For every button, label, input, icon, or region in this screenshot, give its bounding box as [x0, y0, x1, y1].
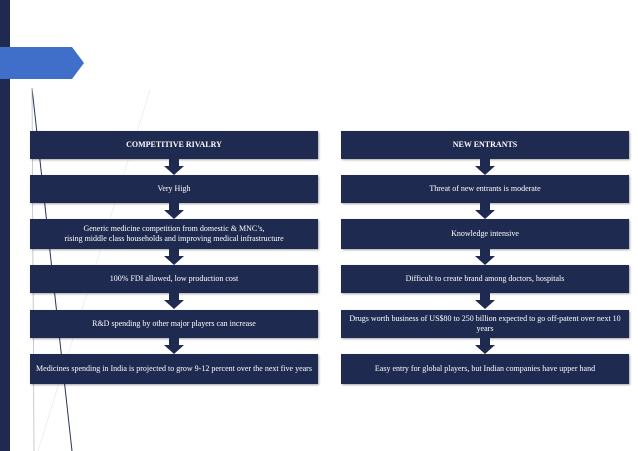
competitive-rivalry-header: COMPETITIVE RIVALRY: [30, 131, 318, 159]
entrants-item-5: Easy entry for global players, but India…: [341, 354, 629, 384]
rivalry-item-1: Very High: [30, 175, 318, 203]
new-entrants-header: NEW ENTRANTS: [341, 131, 629, 159]
down-arrow-icon: [475, 159, 495, 175]
down-arrow-icon: [475, 293, 495, 309]
down-arrow-icon: [475, 338, 495, 354]
rivalry-item-4: R&D spending by other major players can …: [30, 310, 318, 338]
down-arrow-icon: [164, 293, 184, 309]
down-arrow-icon: [475, 203, 495, 219]
left-accent-bar: [0, 0, 10, 451]
down-arrow-icon: [164, 338, 184, 354]
entrants-item-1: Threat of new entrants is moderate: [341, 175, 629, 203]
down-arrow-icon: [164, 249, 184, 265]
rivalry-item-3: 100% FDI allowed, low production cost: [30, 265, 318, 293]
rivalry-item-5: Medicines spending in India is projected…: [30, 354, 318, 384]
down-arrow-icon: [164, 203, 184, 219]
entrants-item-3: Difficult to create brand among doctors,…: [341, 265, 629, 293]
entrants-item-2: Knowledge intensive: [341, 219, 629, 249]
rivalry-item-2: Generic medicine competition from domest…: [30, 219, 318, 249]
down-arrow-icon: [475, 249, 495, 265]
down-arrow-icon: [164, 159, 184, 175]
entrants-item-4: Drugs worth business of US$80 to 250 bil…: [341, 310, 629, 338]
accent-tab-shape: [0, 47, 84, 79]
